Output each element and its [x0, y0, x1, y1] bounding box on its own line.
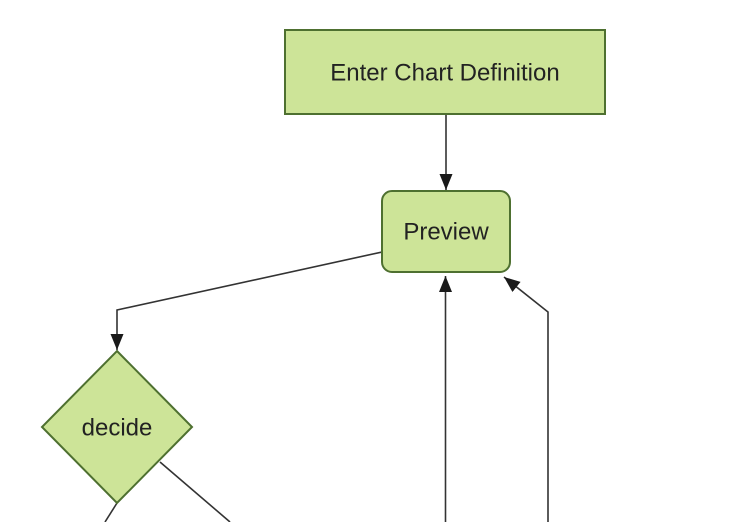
- node-decide-label: decide: [82, 415, 153, 442]
- edge-bottom-right-to-preview: [503, 276, 549, 522]
- edge-layer: [104, 114, 549, 522]
- node-preview-label: Preview: [403, 219, 489, 246]
- edge-decide-out-bottom-left: [104, 502, 118, 522]
- node-preview[interactable]: Preview: [381, 190, 511, 273]
- edge-preview-to-decide: [110, 251, 383, 350]
- node-decide[interactable]: decide: [40, 349, 194, 505]
- edge-decide-out-bottom-right: [159, 461, 231, 522]
- node-enter-chart-definition-label: Enter Chart Definition: [330, 60, 559, 87]
- node-enter-chart-definition-shape[interactable]: [284, 29, 606, 115]
- node-decide-shape[interactable]: [40, 349, 194, 505]
- node-preview-shape[interactable]: [381, 190, 511, 273]
- node-enter-chart-definition[interactable]: Enter Chart Definition: [284, 29, 606, 115]
